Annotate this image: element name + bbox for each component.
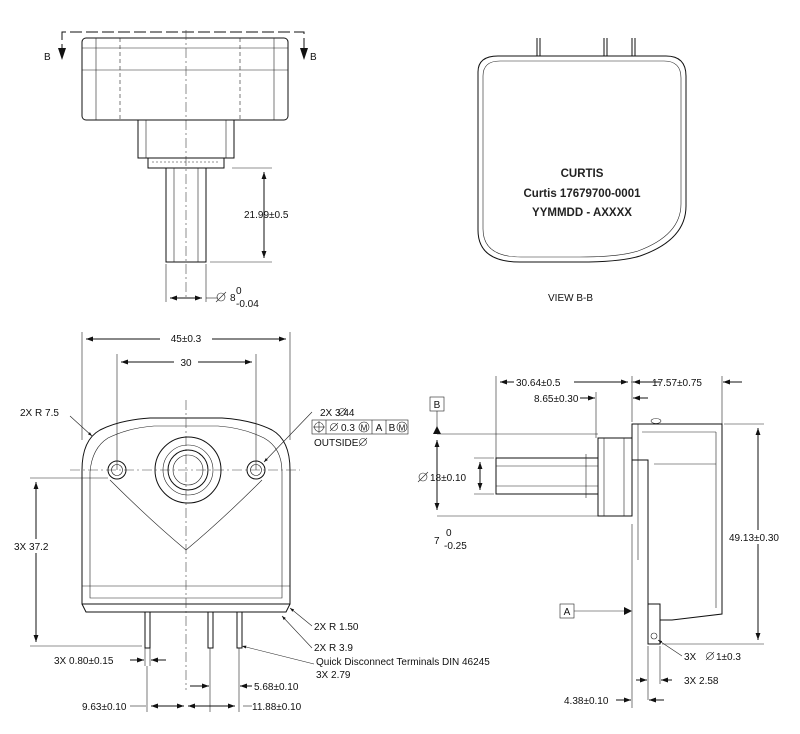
housing-outline-bb: [477, 55, 687, 263]
terminal-thickness-dim: 3X 2.58: [684, 676, 719, 687]
diameter-symbol: [215, 291, 227, 303]
shaft-diameter-value: 8: [230, 293, 236, 304]
side-view: B A 30.64±0.5 8.65±0.30 17.57±0.75: [417, 375, 786, 708]
shaft-diameter-symbol: [417, 471, 429, 483]
terminals: [144, 611, 243, 649]
fcf-datum-a: A: [376, 423, 383, 434]
left-offset-dim: 9.63±0.10: [82, 702, 127, 713]
shaft-offset-dim: 8.65±0.30: [534, 394, 579, 405]
outside-note: OUTSIDE: [314, 438, 359, 449]
bottom-offset-dim: 4.38±0.10: [564, 696, 609, 707]
view-caption: VIEW B-B: [548, 293, 593, 304]
front-view: 45±0.3 30: [14, 331, 490, 713]
outside-diameter-symbol: [358, 437, 368, 447]
section-mark-left: B: [44, 52, 51, 63]
label-part-number: Curtis 17679700-0001: [524, 188, 642, 200]
housing-front: [81, 417, 291, 605]
shaft-diameter-dim: 18±0.10: [430, 473, 467, 484]
section-arrow-left: [58, 48, 66, 60]
seven-tol-lower: -0.25: [444, 541, 467, 552]
corner-radius-dim: 2X R 7.5: [20, 408, 59, 419]
section-mark-right: B: [310, 52, 317, 63]
shaft-tol-lower: -0.04: [236, 299, 259, 310]
thickness-dim: 17.57±0.75: [652, 378, 702, 389]
terminal-spacing-dim: 5.68±0.10: [254, 682, 299, 693]
fcf-datum-b: B: [389, 423, 396, 434]
terminals-note: Quick Disconnect Terminals DIN 46245: [316, 657, 490, 668]
housing-top: [81, 37, 289, 121]
terminal-side: [647, 603, 661, 645]
fcf-modifier: M: [361, 424, 368, 433]
flange-side: [597, 437, 633, 517]
shaft-length-dim: 21.99±0.5: [244, 210, 289, 221]
terminal-hole-count: 3X: [684, 652, 697, 663]
datum-a-label: A: [564, 607, 571, 618]
hole-spacing-dim: 30: [180, 358, 192, 369]
right-offset-dim: 11.88±0.10: [252, 702, 302, 713]
fcf-datum-b-modifier: M: [399, 424, 406, 433]
section-cut-line: [61, 31, 305, 56]
view-bb: CURTIS Curtis 17679700-0001 YYMMDD - AXX…: [477, 38, 687, 304]
side-height-dim: 49.13±0.30: [729, 533, 779, 544]
feature-control-frame: 0.3 M A B M: [311, 419, 409, 435]
hole-dim-diameter-symbol: [337, 407, 347, 417]
label-date-code: YYMMDD - AXXXX: [532, 207, 632, 219]
housing-side: [631, 423, 723, 621]
width-dim: 45±0.3: [171, 334, 202, 345]
section-arrow-right: [300, 48, 308, 60]
mounting-hole-left: [107, 460, 127, 480]
shaft-tol-upper: 0: [236, 286, 242, 297]
fcf-tolerance: 0.3: [341, 423, 355, 434]
shaft-side: [495, 457, 599, 495]
datum-b-label: B: [434, 400, 441, 411]
seven-dim: 7: [434, 536, 440, 547]
terminal-hole-dim: 1±0.3: [716, 652, 741, 663]
overall-length-dim: 30.64±0.5: [516, 378, 561, 389]
height-dim: 3X 37.2: [14, 542, 49, 553]
shaft-circles: [154, 436, 222, 504]
terminals-sub-note: 3X 2.79: [316, 670, 351, 681]
top-view: B B 21.99±0.5 8 0: [44, 30, 317, 310]
shaft: [165, 167, 207, 263]
label-brand: CURTIS: [561, 168, 604, 180]
seven-tol-upper: 0: [446, 528, 452, 539]
radius-150-dim: 2X R 1.50: [314, 622, 359, 633]
terminal-width-dim: 3X 0.80±0.15: [54, 656, 114, 667]
terminal-hole-diameter-symbol: [705, 651, 715, 661]
radius-39-dim: 2X R 3.9: [314, 643, 353, 654]
mounting-hole-right: [246, 460, 266, 480]
hole-dim: 2X 3.44: [320, 408, 355, 419]
